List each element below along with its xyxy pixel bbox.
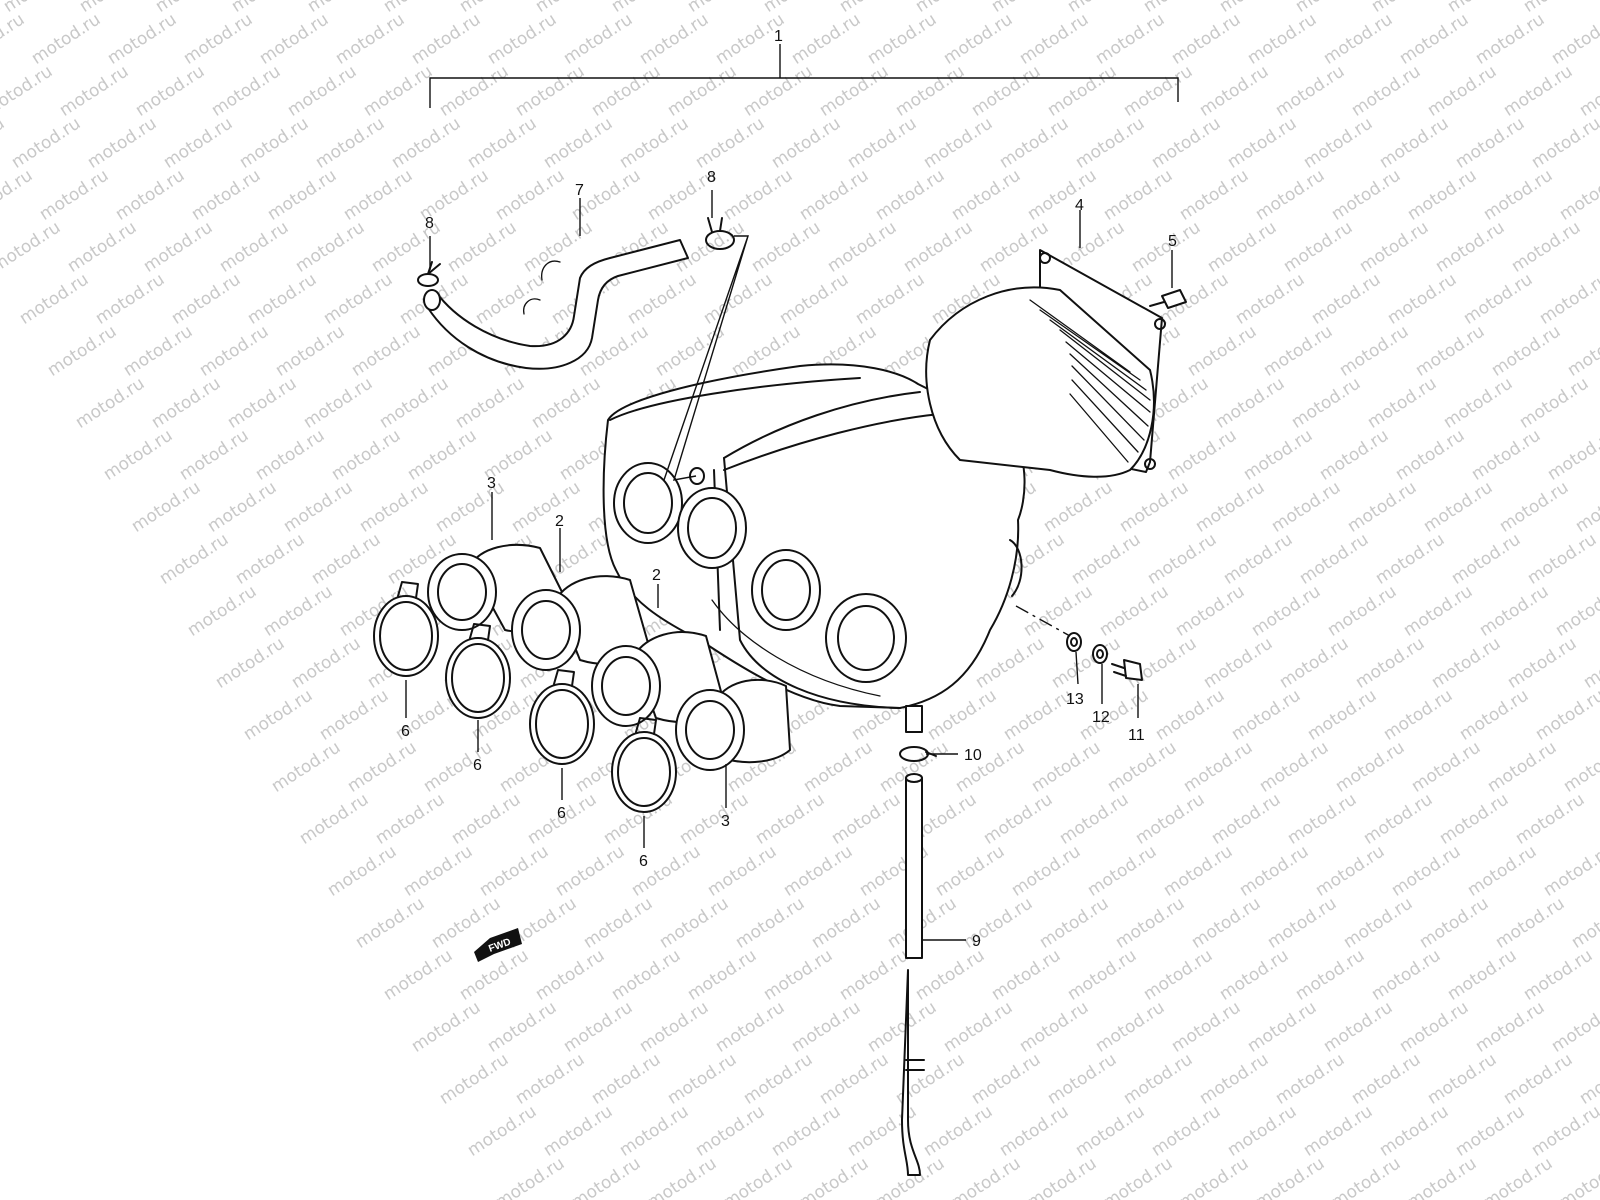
callout-8-right: 8	[707, 169, 716, 186]
hose-clamp-4	[611, 717, 677, 813]
callout-6-c: 6	[557, 805, 566, 822]
breather-hose-part	[423, 239, 689, 370]
callout-labels: 1 7 8 8 4 5 3 2 2 6 6 6 6 3 10 9 13 12 1…	[401, 28, 1177, 950]
leader-lines	[405, 190, 1173, 941]
callout-7: 7	[575, 182, 584, 199]
hose-clip-right	[705, 217, 735, 250]
callout-3-bottom: 3	[721, 813, 730, 830]
callout-11: 11	[1128, 727, 1145, 744]
callout-6-b: 6	[473, 757, 482, 774]
callout-13: 13	[1066, 691, 1084, 708]
callout-4: 4	[1075, 197, 1084, 214]
mount-washer-part	[1092, 644, 1108, 664]
callout-3-top: 3	[487, 475, 496, 492]
filter-element-part	[925, 249, 1166, 478]
callout-6-a: 6	[401, 723, 410, 740]
fwd-arrow-icon: FWD	[474, 928, 522, 962]
callout-2-left: 2	[555, 513, 564, 530]
callout-9: 9	[972, 933, 981, 950]
hose-clamp-3	[529, 669, 595, 765]
drain-hose-part	[901, 773, 925, 1176]
callout-6-d: 6	[639, 853, 648, 870]
callout-5: 5	[1168, 233, 1177, 250]
intake-pipe-front	[675, 678, 791, 771]
hose-clamp-2	[445, 623, 511, 719]
callout-10: 10	[964, 747, 982, 764]
air-cleaner-box	[602, 363, 1026, 733]
mount-bolt-part	[1111, 659, 1143, 681]
callout-2-right: 2	[652, 567, 661, 584]
hose-clip-left	[417, 261, 441, 287]
callout-8-left: 8	[425, 215, 434, 232]
intake-pipe-mid-left	[511, 575, 651, 671]
callout-1: 1	[774, 28, 783, 45]
assembly-bracket	[429, 44, 1179, 108]
screw-part	[1149, 289, 1187, 309]
hose-clamp-1	[373, 581, 439, 677]
mount-cushion-part	[1066, 632, 1082, 652]
callout-12: 12	[1092, 709, 1110, 726]
